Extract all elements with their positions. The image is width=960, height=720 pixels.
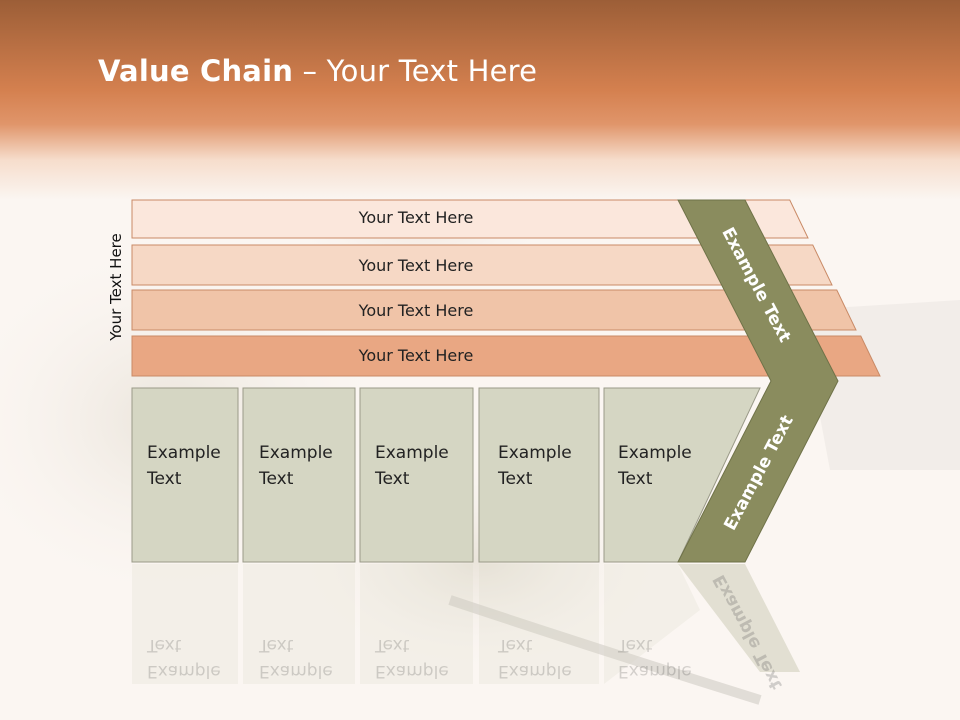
box-1-reflect-line2: Text	[259, 635, 294, 655]
box-2-line2: Text	[375, 469, 410, 489]
box-3	[478, 387, 600, 563]
box-reflection-shape-1	[243, 564, 355, 684]
box-reflection-0: Example Text	[147, 632, 221, 684]
row-label-3: Your Text Here	[358, 346, 474, 365]
box-reflection-shape-3	[479, 564, 599, 684]
box-0-line1: Example	[147, 443, 221, 463]
boxes-group	[131, 387, 761, 684]
box-3-reflect-line1: Example	[498, 661, 572, 681]
box-0-reflect-line1: Example	[147, 661, 221, 681]
box-reflection-3: Example Text	[498, 632, 572, 684]
box-0-reflect-line2: Text	[147, 635, 182, 655]
box-reflection-2: Example Text	[375, 632, 449, 684]
box-4-reflect-line2: Text	[618, 635, 653, 655]
box-1-line2: Text	[259, 469, 294, 489]
box-0-line2: Text	[147, 469, 182, 489]
box-2	[359, 387, 474, 563]
box-1-line1: Example	[259, 443, 333, 463]
box-3-line1: Example	[498, 443, 572, 463]
row-bar-1	[131, 244, 833, 286]
box-reflection-shape-4	[604, 564, 700, 684]
row-bar-2	[131, 289, 857, 331]
rows-group	[131, 199, 881, 377]
row-bar-3	[131, 335, 881, 377]
title-rest: – Your Text Here	[293, 54, 538, 88]
row-label-2: Your Text Here	[358, 301, 474, 320]
chevron-arrow	[677, 199, 839, 563]
box-4-line1: Example	[618, 443, 692, 463]
box-4-reflect-line1: Example	[618, 661, 692, 681]
box-reflection-shape-2	[360, 564, 473, 684]
box-reflection-1: Example Text	[259, 632, 333, 684]
box-2-reflect-line2: Text	[375, 635, 410, 655]
box-2-line1: Example	[375, 443, 449, 463]
row-bar-0	[131, 199, 809, 239]
box-1	[242, 387, 356, 563]
box-3-reflect-line2: Text	[498, 635, 533, 655]
box-4-line2: Text	[618, 469, 653, 489]
row-label-0: Your Text Here	[358, 208, 474, 227]
page-title: Value Chain – Your Text Here	[98, 54, 537, 88]
box-3-line2: Text	[498, 469, 533, 489]
title-bold: Value Chain	[98, 54, 294, 88]
chevron-reflection	[678, 564, 800, 672]
box-reflection-shape-0	[132, 564, 238, 684]
box-1-reflect-line1: Example	[259, 661, 333, 681]
box-0	[131, 387, 239, 563]
chevron-group	[677, 199, 839, 672]
box-2-reflect-line1: Example	[375, 661, 449, 681]
box-reflection-4: Example Text	[618, 632, 692, 684]
row-label-1: Your Text Here	[358, 256, 474, 275]
